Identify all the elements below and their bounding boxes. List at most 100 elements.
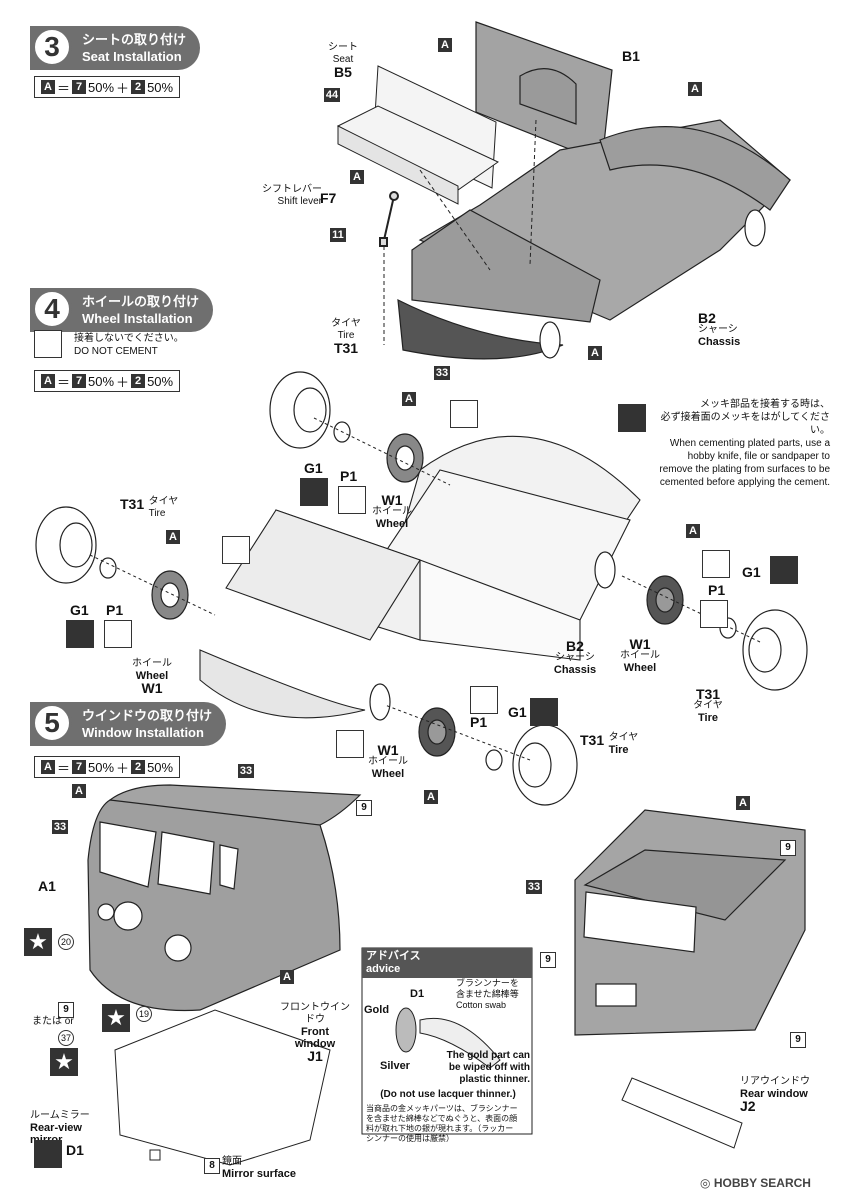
advice-title-en: advice (366, 963, 401, 975)
part-b2: B2 (698, 310, 716, 326)
tire-jp: タイヤ (148, 496, 179, 507)
tire-jp: タイヤ (608, 732, 639, 743)
advice-en-text: The gold part can be wiped off with plas… (432, 1050, 530, 1086)
color-33: 33 (434, 366, 450, 380)
chassis-jp: シャーシ (555, 652, 595, 663)
color-mix-step4: A ＝ 7 50% ＋ 2 50% (34, 370, 181, 392)
wheel-en: Wheel (623, 662, 657, 674)
seat-en: Seat (332, 54, 354, 65)
tire-label-top: タイヤ Tire T31 (326, 318, 366, 355)
shift-en: Shift lever (277, 196, 322, 207)
percent-2: 50% (147, 79, 174, 95)
do-not-cement-icon (702, 550, 730, 578)
plating-icon (34, 1140, 62, 1168)
wheel-label-right: W1 ホイール Wheel (618, 636, 662, 674)
color-9: 9 (356, 800, 372, 816)
fw-en: Front window (294, 1026, 336, 1050)
part-w1: W1 (377, 742, 399, 758)
star-decal-icon: ★ (50, 1048, 78, 1076)
plating-icon (530, 698, 558, 726)
advice-header: アドバイス advice (362, 948, 532, 978)
color-44: 44 (324, 88, 340, 102)
tire-jp: タイヤ (693, 700, 723, 711)
color-mix-step3: A ＝ 7 50% ＋ 2 50% (34, 76, 181, 98)
mataha: または (32, 1016, 62, 1027)
part-g1: G1 (70, 602, 89, 618)
plating-en3: remove the plating from surfaces to be (659, 464, 830, 475)
step-5-header: 5 ウインドウの取り付け Window Installation (30, 702, 227, 746)
star-decal-icon: ★ (102, 1004, 130, 1032)
part-d1: D1 (66, 1142, 84, 1158)
tire-text: タイヤ Tire (609, 732, 639, 756)
decal-37: 37 (58, 1030, 74, 1046)
do-not-cement-icon (700, 600, 728, 628)
rw-en: Rear window (740, 1088, 808, 1100)
silver-label: Silver (380, 1060, 410, 1072)
percent-2: 50% (147, 759, 174, 775)
part-f7: F7 (320, 190, 337, 206)
advice-jp-text: 当商品の金メッキパーツは、ブラシンナー を含ませた綿棒などでぬぐうと、表面の顔 … (366, 1104, 532, 1144)
do-not-cement-icon (470, 686, 498, 714)
plating-note: メッキ部品を接着する時は、 必ず接着面のメッキをはがしてください。 When c… (650, 398, 830, 489)
part-w1: W1 (629, 636, 651, 652)
color-a: A (72, 784, 86, 798)
color-9: 9 (790, 1032, 806, 1048)
plating-icon (770, 556, 798, 584)
seat-jp: シート (328, 42, 358, 53)
wheel-label-top: W1 ホイール Wheel (372, 493, 412, 530)
part-p1: P1 (708, 582, 726, 598)
color-mix-step5: A ＝ 7 50% ＋ 2 50% (34, 756, 181, 778)
plating-en1: When cementing plated parts, use a (669, 438, 830, 449)
part-j2: J2 (740, 1098, 756, 1114)
mirror-surface-label: 鏡面 Mirror surface (222, 1156, 296, 1180)
percent-1: 50% (88, 373, 115, 389)
step-title-jp: ホイールの取り付け (82, 294, 200, 309)
wheel-en: Wheel (371, 768, 405, 780)
rear-window-label: リアウインドウ Rear window J2 (740, 1076, 810, 1114)
tire-label-left: T31 タイヤ Tire (120, 496, 178, 520)
plating-icon (618, 404, 646, 432)
percent-2: 50% (147, 373, 174, 389)
do-not-cement-note: 接着しないでください。 DO NOT CEMENT (74, 332, 184, 358)
wheel-label-bottom: W1 ホイール Wheel (368, 742, 408, 780)
tire-en: Tire (337, 330, 355, 341)
color-a: A (686, 524, 700, 538)
front-window-label: フロントウインドウ Front window J1 (280, 1002, 350, 1063)
color-a: A (350, 170, 364, 184)
rw-jp: リアウインドウ (740, 1076, 810, 1087)
seat-label: シート Seat B5 (326, 42, 360, 79)
do-not-cement-icon (336, 730, 364, 758)
color-a: A (402, 392, 416, 406)
wheel-label-left: ホイール Wheel W1 (130, 658, 174, 696)
step-title-jp: ウインドウの取り付け (82, 708, 213, 723)
color-code-7: 7 (72, 80, 87, 94)
tire-text: タイヤ Tire (149, 496, 179, 520)
equals: ＝ (57, 80, 71, 96)
color-code-2: 2 (131, 760, 146, 774)
advice-en3: plastic thinner. (459, 1074, 530, 1085)
advice-jp3: 料が取れ下地の銀が現れます。（ラッカー (366, 1124, 514, 1133)
part-p1: P1 (340, 468, 358, 484)
do-not-cement-icon (34, 330, 62, 358)
color-a: A (424, 790, 438, 804)
chassis-label: B2 シャーシ Chassis (698, 310, 748, 348)
or: or (64, 1016, 74, 1027)
step-number: 5 (32, 703, 72, 743)
step-4-header: 4 ホイールの取り付け Wheel Installation (30, 288, 214, 332)
do-not-cement-icon (338, 486, 366, 514)
plus: ＋ (116, 374, 130, 390)
tire-en: Tire (148, 508, 166, 519)
tire-label-right: T31 タイヤ Tire (688, 687, 728, 724)
part-w1: W1 (141, 680, 163, 696)
color-8: 8 (204, 1158, 220, 1174)
step-title-en: Window Installation (82, 725, 204, 740)
watermark-logo-icon: ◎ (700, 1176, 714, 1190)
part-a1: A1 (38, 878, 56, 894)
advice-box: アドバイス advice (362, 948, 532, 990)
plating-icon (300, 478, 328, 506)
percent-1: 50% (88, 79, 115, 95)
color-9: 9 (780, 840, 796, 856)
part-t31: T31 (120, 496, 145, 512)
color-a: A (438, 38, 452, 52)
advice-jp2: を含ませた綿棒などでぬぐうと、表面の顔 (366, 1114, 518, 1123)
